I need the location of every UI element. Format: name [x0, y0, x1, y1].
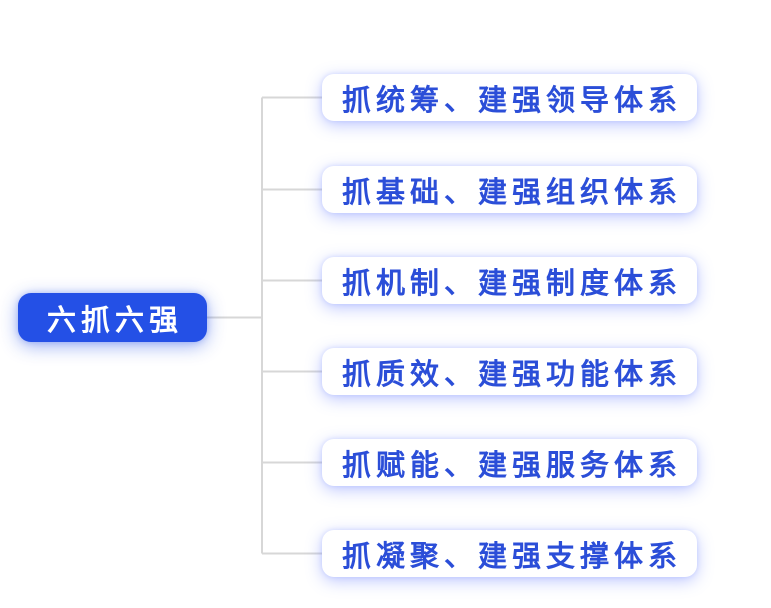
branch-node-service-system: 抓赋能、建强服务体系 — [322, 439, 697, 486]
branch-node-institution-system: 抓机制、建强制度体系 — [322, 257, 697, 304]
root-node: 六抓六强 — [18, 293, 207, 342]
branch-node-organization-system: 抓基础、建强组织体系 — [322, 166, 697, 213]
branch-node-function-system: 抓质效、建强功能体系 — [322, 348, 697, 395]
branch-node-leadership-system: 抓统筹、建强领导体系 — [322, 74, 697, 121]
branch-node-support-system: 抓凝聚、建强支撑体系 — [322, 530, 697, 577]
